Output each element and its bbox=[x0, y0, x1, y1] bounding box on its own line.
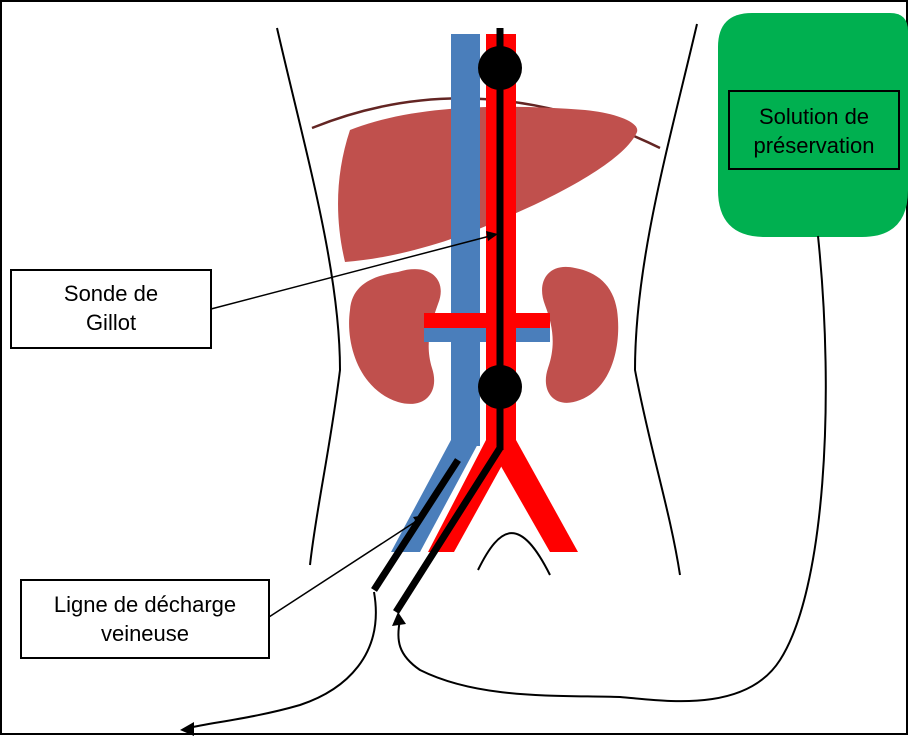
ligne-label-line2: veineuse bbox=[101, 621, 189, 646]
sonde-label-line1: Sonde de bbox=[64, 281, 158, 306]
upper-balloon bbox=[478, 46, 522, 90]
solution-label-line2: préservation bbox=[753, 133, 874, 158]
solution-label-line1: Solution de bbox=[759, 104, 869, 129]
renal-arteries bbox=[424, 313, 550, 328]
sonde-label-line2: Gillot bbox=[86, 310, 136, 335]
lower-balloon bbox=[478, 365, 522, 409]
ligne-label-line1: Ligne de décharge bbox=[54, 592, 236, 617]
